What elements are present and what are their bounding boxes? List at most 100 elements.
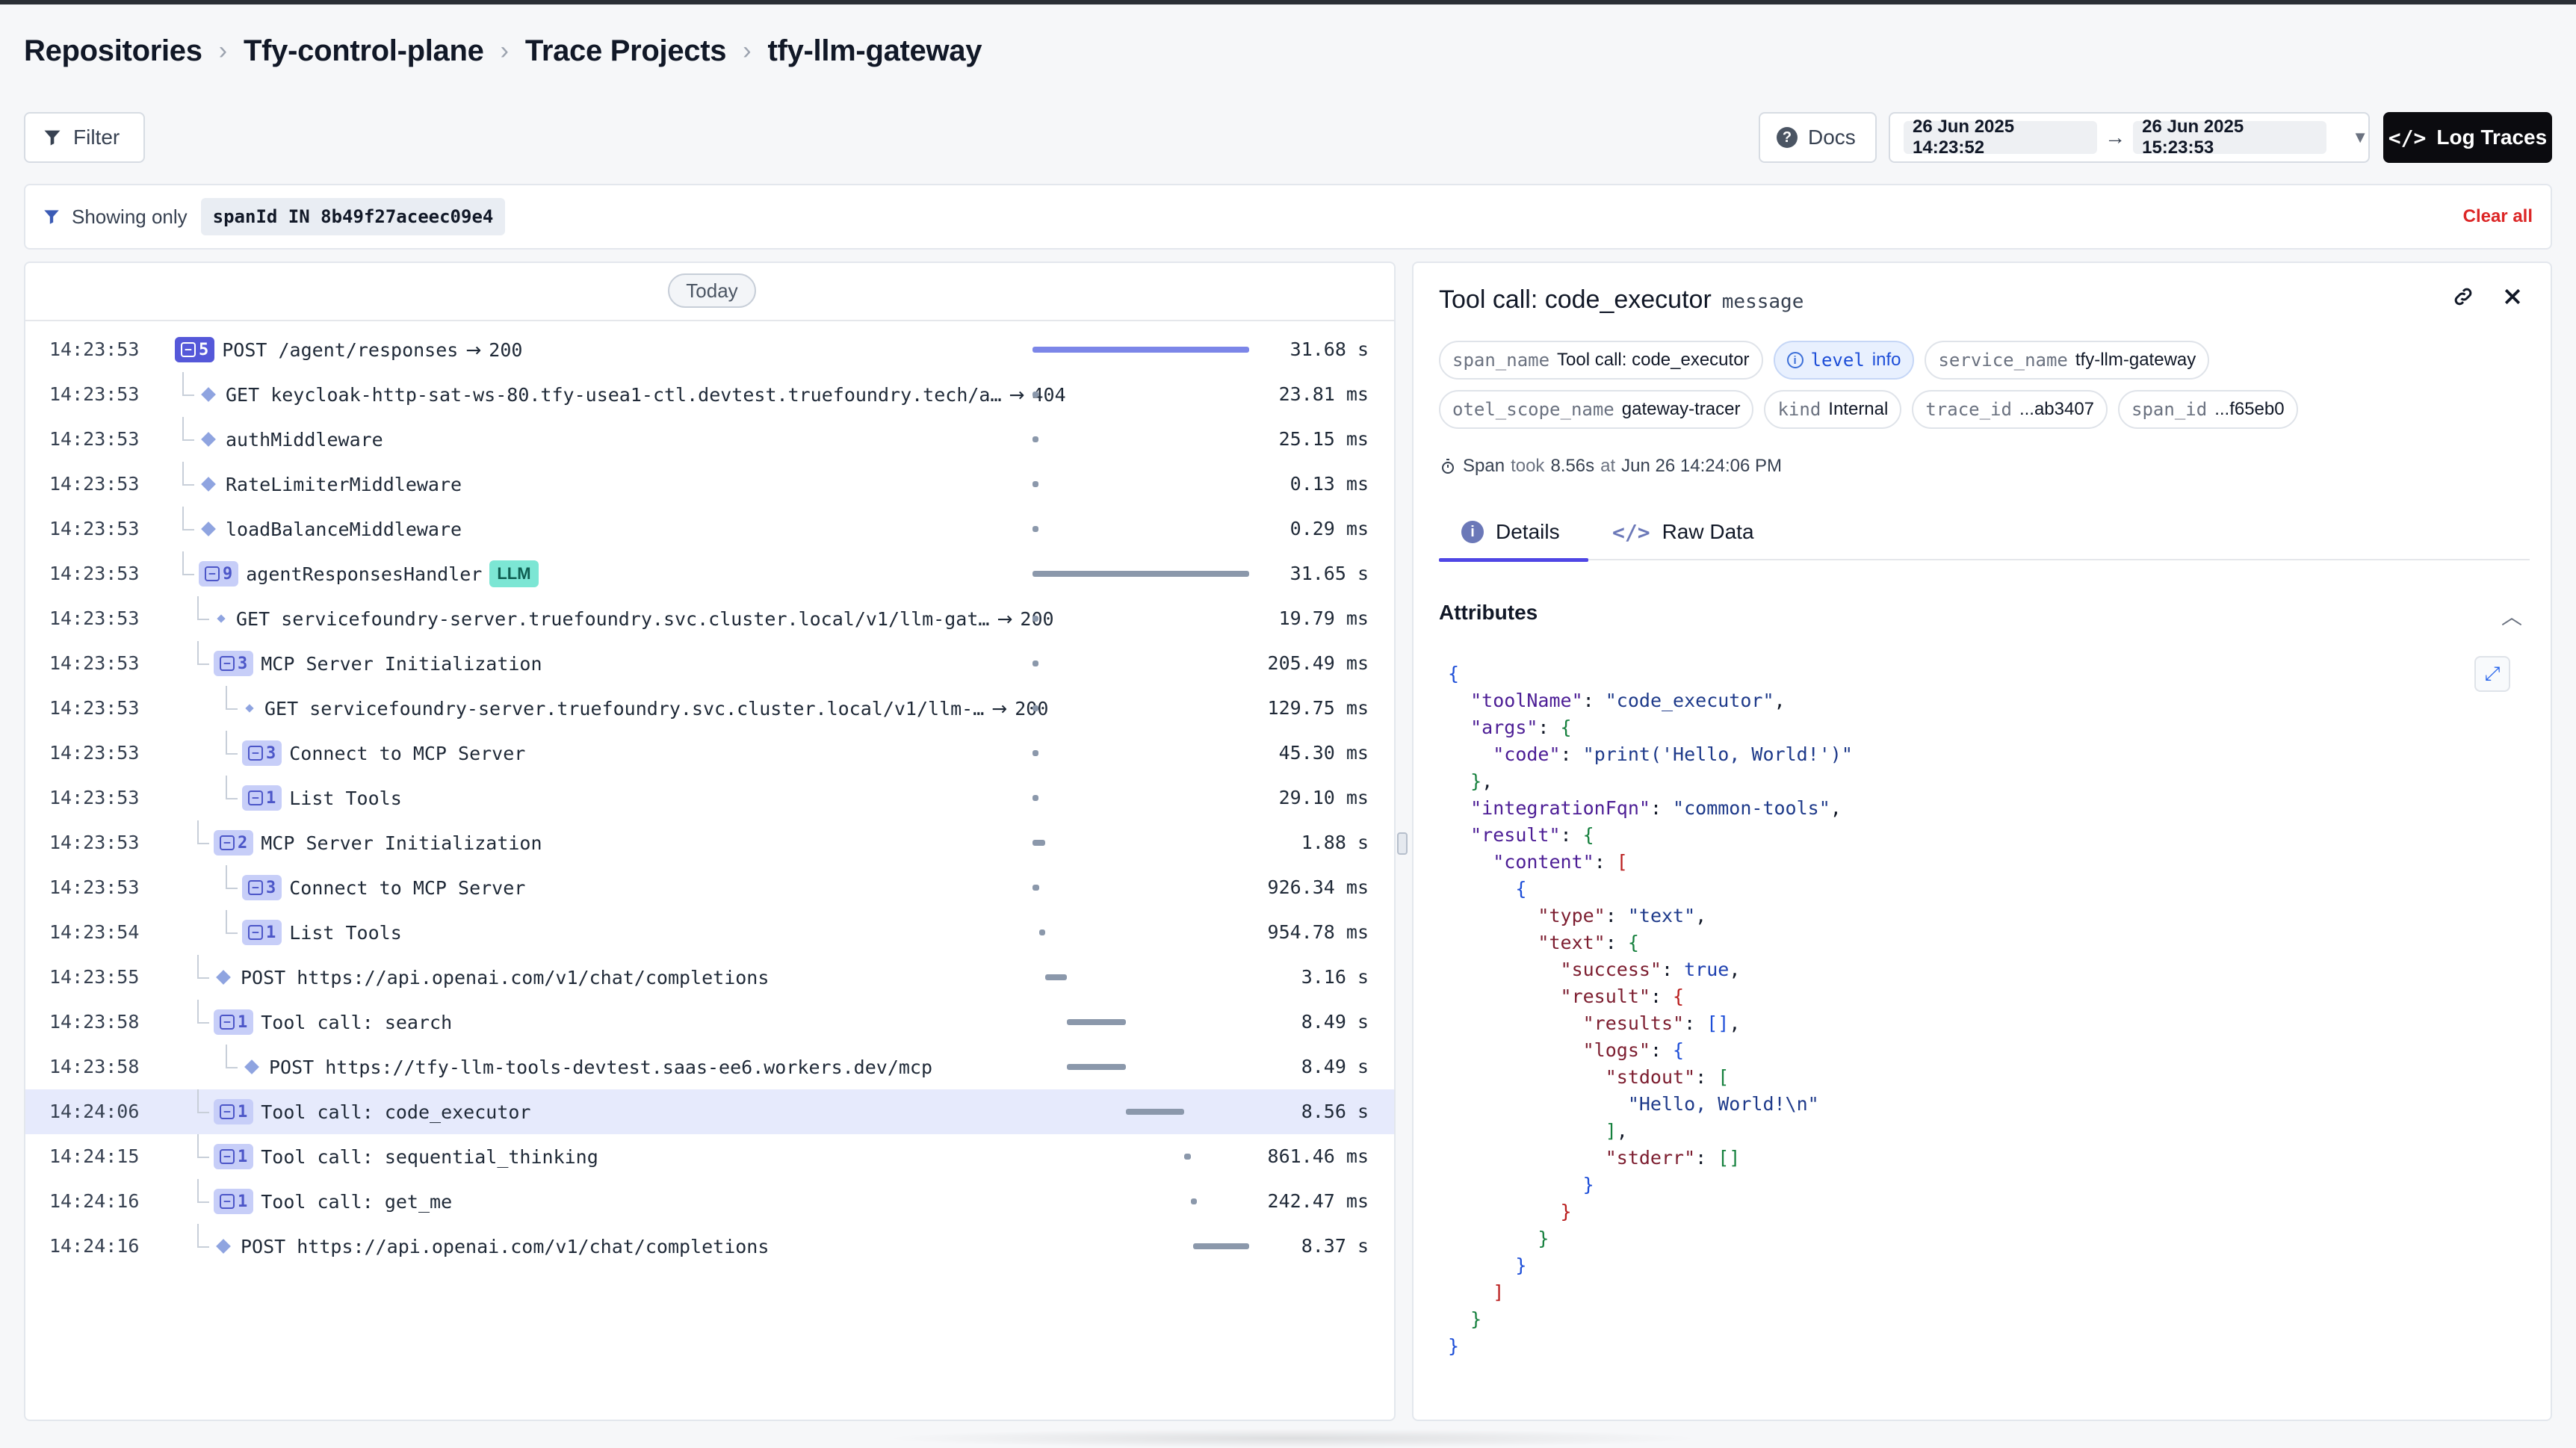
- detail-tabs: i Details </> Raw Data: [1439, 504, 2530, 562]
- span-filter-chip[interactable]: spanId IN 8b49f27aceec09e4: [200, 198, 506, 235]
- collapse-toggle[interactable]: −1: [214, 1009, 254, 1035]
- attribute-chip[interactable]: trace_id...ab3407: [1912, 390, 2108, 429]
- attributes-header[interactable]: Attributes: [1439, 601, 1538, 624]
- minus-square-icon: −: [220, 1104, 235, 1119]
- span-duration-bar: [1032, 392, 1038, 397]
- collapse-toggle[interactable]: −9: [199, 561, 239, 587]
- span-duration-bar: [1045, 974, 1068, 980]
- code-icon: </>: [2388, 125, 2427, 150]
- expand-icon[interactable]: ⤢: [2474, 656, 2510, 692]
- json-line: {: [1448, 660, 2419, 687]
- close-icon[interactable]: [2501, 285, 2524, 314]
- collapse-toggle[interactable]: −1: [214, 1189, 254, 1214]
- json-line: }: [1448, 1333, 2419, 1360]
- trace-row-time: 14:23:53: [49, 832, 140, 853]
- attribute-chip[interactable]: span_id...f65eb0: [2118, 390, 2298, 429]
- collapse-toggle[interactable]: −2: [214, 830, 254, 856]
- clear-all-link[interactable]: Clear all: [2462, 206, 2533, 226]
- json-line: }: [1448, 1225, 2419, 1252]
- link-icon[interactable]: [2452, 285, 2474, 314]
- collapse-toggle[interactable]: −1: [242, 785, 282, 811]
- trace-row-duration: 0.13 ms: [1289, 473, 1369, 495]
- panel-resize-handle[interactable]: [1397, 832, 1408, 855]
- took-value: 8.56s: [1550, 456, 1595, 476]
- collapse-toggle[interactable]: −5: [175, 337, 215, 362]
- trace-row-duration: 25.15 ms: [1278, 428, 1369, 450]
- span-name: loadBalanceMiddleware: [226, 518, 462, 540]
- json-token: ]: [1493, 1281, 1505, 1303]
- child-count: 9: [223, 564, 233, 584]
- arrow-right-icon: →: [2105, 126, 2126, 149]
- json-token: "print('Hello, World!')": [1582, 743, 1853, 765]
- breadcrumb-trace-projects[interactable]: Trace Projects: [524, 34, 727, 67]
- collapse-toggle[interactable]: −3: [214, 651, 254, 676]
- stopwatch-icon: [1442, 459, 1454, 474]
- span-name: GET servicefoundry-server.truefoundry.sv…: [264, 697, 985, 720]
- tree-connector: [182, 484, 194, 486]
- span-name: POST https://api.openai.com/v1/chat/comp…: [241, 966, 770, 988]
- span-name: Connect to MCP Server: [289, 742, 526, 764]
- collapse-toggle[interactable]: −3: [242, 875, 282, 900]
- json-token: :: [1560, 824, 1583, 846]
- json-line: "content": [: [1448, 849, 2419, 876]
- chip-key: otel_scope_name: [1452, 399, 1614, 420]
- json-token: {: [1627, 932, 1639, 953]
- trace-row-time: 14:23:53: [49, 383, 140, 405]
- detail-actions: [2452, 285, 2524, 314]
- trace-row-label: POST https://api.openai.com/v1/chat/comp…: [214, 1224, 769, 1269]
- breadcrumb-control-plane[interactable]: Tfy-control-plane: [244, 34, 484, 67]
- breadcrumb-repositories[interactable]: Repositories: [24, 34, 202, 67]
- filter-button[interactable]: Filter: [24, 112, 145, 163]
- json-token: true: [1684, 959, 1730, 980]
- trace-row-duration: 954.78 ms: [1267, 921, 1369, 943]
- json-token: "results": [1582, 1012, 1685, 1034]
- span-diamond-icon: [201, 387, 216, 402]
- tab-details[interactable]: i Details: [1439, 504, 1588, 562]
- collapse-toggle[interactable]: −1: [214, 1144, 254, 1169]
- at-word: at: [1600, 456, 1616, 476]
- collapse-toggle[interactable]: −1: [242, 920, 282, 945]
- chevron-up-icon[interactable]: ︿: [2501, 605, 2522, 628]
- collapse-toggle[interactable]: −1: [214, 1099, 254, 1124]
- span-duration-bar: [1125, 1109, 1184, 1115]
- date-range-picker[interactable]: 26 Jun 2025 14:23:52 → 26 Jun 2025 15:23…: [1889, 112, 2370, 163]
- child-count: 1: [266, 923, 276, 942]
- trace-row-duration: 242.47 ms: [1267, 1190, 1369, 1212]
- status-code: 200: [1015, 697, 1049, 720]
- collapse-toggle[interactable]: −3: [242, 740, 282, 766]
- span-name: List Tools: [289, 787, 402, 809]
- trace-row-time: 14:23:53: [49, 742, 140, 764]
- tree-connector: [197, 1000, 199, 1024]
- docs-button[interactable]: ? Docs: [1759, 112, 1877, 163]
- tab-raw-data[interactable]: </> Raw Data: [1612, 504, 1754, 560]
- tree-connector: [182, 574, 194, 575]
- log-traces-button[interactable]: </> Log Traces: [2383, 112, 2552, 163]
